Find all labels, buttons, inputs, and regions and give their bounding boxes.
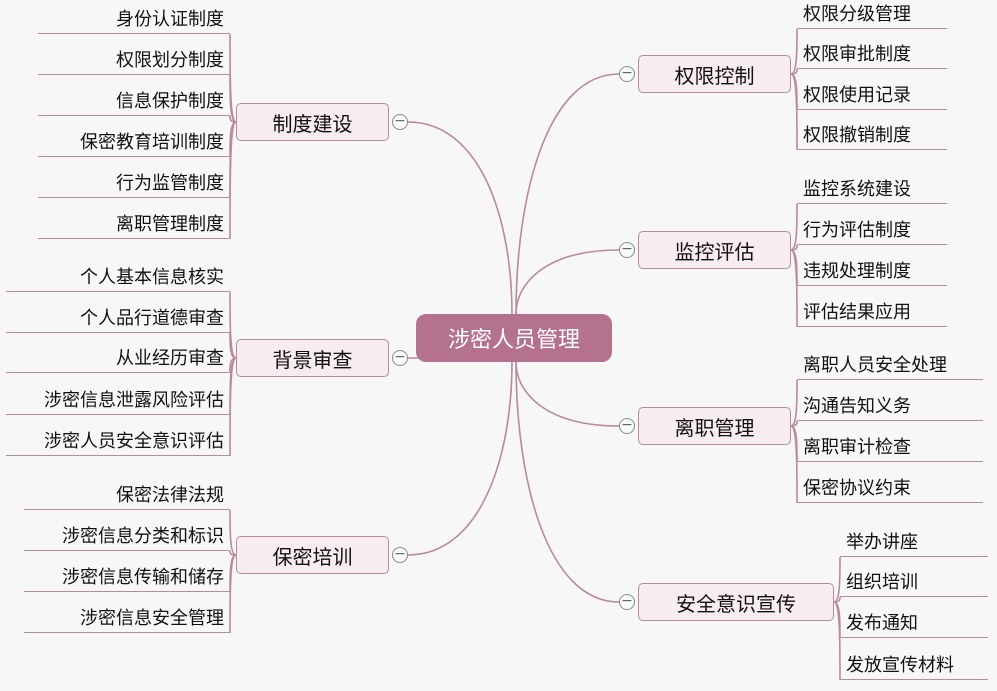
collapse-button[interactable]: − [619, 418, 635, 434]
leaf-link [229, 121, 237, 240]
branch-node[interactable]: 离职管理 [638, 407, 791, 445]
leaf-node[interactable]: 涉密人员安全意识评估 [6, 424, 230, 456]
leaf-node[interactable]: 权限使用记录 [797, 78, 947, 110]
leaf-node[interactable]: 涉密信息安全管理 [24, 601, 230, 633]
leaf-node[interactable]: 离职审计检查 [797, 430, 983, 462]
leaf-node[interactable]: 从业经历审查 [6, 341, 230, 373]
leaf-node[interactable]: 监控系统建设 [797, 172, 947, 204]
leaf-node[interactable]: 评估结果应用 [797, 295, 947, 327]
root-node[interactable]: 涉密人员管理 [416, 314, 612, 362]
leaf-node[interactable]: 权限审批制度 [797, 37, 947, 69]
leaf-node[interactable]: 行为监管制度 [38, 166, 230, 198]
leaf-node[interactable]: 个人品行道德审查 [6, 301, 230, 333]
collapse-button[interactable]: − [619, 594, 635, 610]
leaf-node[interactable]: 权限撤销制度 [797, 118, 947, 150]
collapse-button[interactable]: − [619, 66, 635, 82]
collapse-button[interactable]: − [392, 547, 408, 563]
leaf-link [790, 249, 798, 328]
leaf-node[interactable]: 涉密信息分类和标识 [24, 519, 230, 551]
branch-node[interactable]: 保密培训 [236, 536, 389, 574]
leaf-link [833, 601, 841, 681]
leaf-node[interactable]: 保密协议约束 [797, 471, 983, 503]
branch-node[interactable]: 权限控制 [638, 55, 791, 93]
leaf-link [229, 554, 237, 634]
branch-node[interactable]: 监控评估 [638, 231, 791, 269]
leaf-node[interactable]: 离职管理制度 [38, 207, 230, 239]
leaf-link [229, 357, 237, 457]
leaf-node[interactable]: 涉密信息泄露风险评估 [6, 383, 230, 415]
leaf-node[interactable]: 权限划分制度 [38, 43, 230, 75]
leaf-node[interactable]: 发放宣传材料 [840, 648, 988, 680]
leaf-node[interactable]: 保密法律法规 [24, 478, 230, 510]
leaf-node[interactable]: 身份认证制度 [38, 2, 230, 34]
root-link [515, 249, 620, 315]
root-link [407, 121, 513, 315]
leaf-node[interactable]: 沟通告知义务 [797, 389, 983, 421]
leaf-node[interactable]: 涉密信息传输和储存 [24, 560, 230, 592]
branch-node[interactable]: 安全意识宣传 [638, 583, 834, 621]
leaf-node[interactable]: 举办讲座 [840, 525, 988, 557]
leaf-node[interactable]: 违规处理制度 [797, 254, 947, 286]
leaf-node[interactable]: 权限分级管理 [797, 0, 947, 29]
collapse-button[interactable]: − [619, 242, 635, 258]
root-link [407, 361, 513, 556]
collapse-button[interactable]: − [392, 350, 408, 366]
leaf-node[interactable]: 组织培训 [840, 565, 988, 597]
root-link [515, 73, 620, 315]
root-link [515, 361, 620, 427]
leaf-link [790, 425, 798, 504]
leaf-node[interactable]: 个人基本信息核实 [6, 260, 230, 292]
branch-node[interactable]: 背景审查 [236, 339, 389, 377]
leaf-node[interactable]: 保密教育培训制度 [38, 125, 230, 157]
leaf-node[interactable]: 行为评估制度 [797, 213, 947, 245]
branch-node[interactable]: 制度建设 [236, 103, 389, 141]
leaf-node[interactable]: 发布通知 [840, 606, 988, 638]
leaf-node[interactable]: 离职人员安全处理 [797, 348, 983, 380]
leaf-node[interactable]: 信息保护制度 [38, 84, 230, 116]
collapse-button[interactable]: − [392, 114, 408, 130]
root-link [515, 361, 620, 603]
leaf-link [790, 73, 798, 151]
